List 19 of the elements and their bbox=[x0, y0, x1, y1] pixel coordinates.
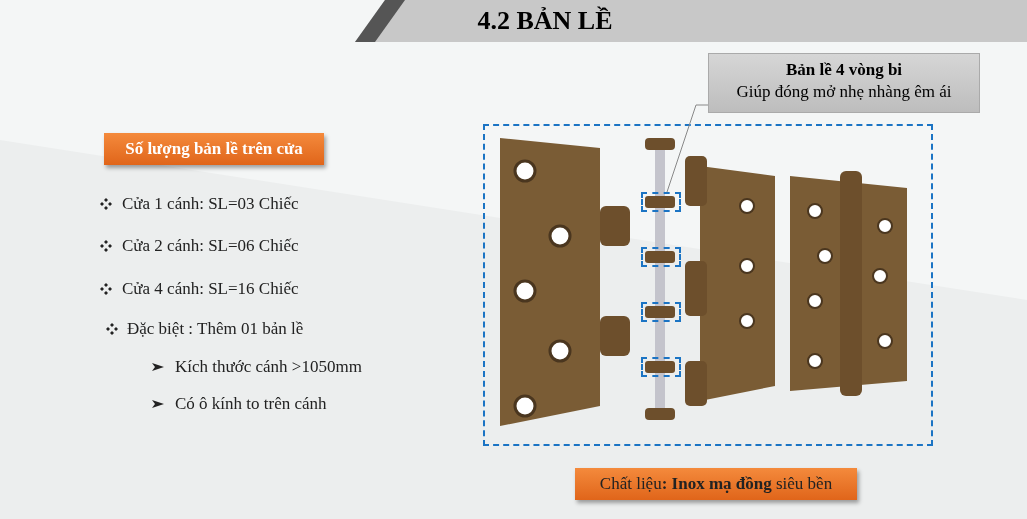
list-item: Cửa 1 cánh: SL=03 Chiếc bbox=[122, 194, 299, 214]
callout-heading: Bản lề 4 vòng bi bbox=[784, 60, 904, 80]
bearing-marker bbox=[641, 357, 681, 377]
callout-box bbox=[708, 53, 980, 113]
bearing-marker bbox=[641, 302, 681, 322]
material-text: Chất liệu: Inox mạ đồng siêu bền bbox=[599, 474, 833, 494]
leader-line bbox=[666, 104, 709, 193]
list-item: Có ô kính to trên cánh bbox=[175, 394, 327, 414]
list-item: Đặc biệt : Thêm 01 bản lề bbox=[127, 319, 304, 339]
list-item: Kích thước cánh >1050mm bbox=[175, 357, 362, 377]
list-item: Cửa 2 cánh: SL=06 Chiếc bbox=[122, 236, 299, 256]
bearing-marker bbox=[641, 247, 681, 267]
material-banner bbox=[575, 468, 857, 500]
heading-text: Số lượng bản lề trên cửa bbox=[125, 139, 303, 159]
title: 4.2 BẢN LỀ bbox=[476, 6, 614, 36]
heading-banner bbox=[104, 133, 324, 165]
callout-text: Giúp đóng mở nhẹ nhàng êm ái bbox=[735, 82, 953, 102]
bearing-marker bbox=[641, 192, 681, 212]
list-item: Cửa 4 cánh: SL=16 Chiếc bbox=[122, 279, 299, 299]
